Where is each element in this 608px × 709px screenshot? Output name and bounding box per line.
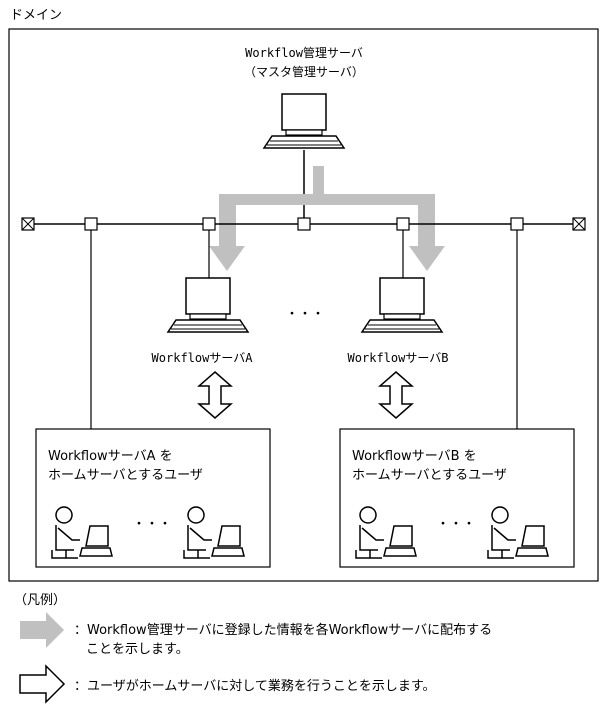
legend-business-text: ：ユーザがホームサーバに対して業務を行うことを示します。 [74, 678, 436, 694]
user-group-a: WorkflowサーバA を ホームサーバとするユーザ ・・・ [35, 428, 271, 568]
server-a-icon [167, 277, 249, 333]
business-arrow-a [198, 371, 232, 419]
master-server-icon [263, 93, 345, 149]
user-ellipsis: ・・・ [436, 517, 475, 532]
master-server-sublabel: （マスタ管理サーバ） [244, 64, 364, 79]
domain-label: ドメイン [10, 8, 62, 23]
user-group-b-line2: ホームサーバとするユーザ [352, 468, 507, 483]
legend-hollow-arrow-icon [19, 664, 66, 704]
lan-node [297, 217, 311, 231]
user-ellipsis: ・・・ [132, 517, 171, 532]
lan-node [202, 217, 216, 231]
lan-node [84, 217, 98, 231]
business-arrow-b [379, 371, 413, 419]
user-group-b: WorkflowサーバB を ホームサーバとするユーザ ・・・ [339, 428, 575, 568]
lan-terminator-left [21, 217, 35, 231]
server-a-label: WorkflowサーバA [152, 351, 254, 365]
lan-node [396, 217, 410, 231]
lan-terminator-right [572, 217, 586, 231]
server-b-label: WorkflowサーバB [348, 351, 449, 365]
legend-gray-arrow-icon [20, 612, 64, 648]
legend-title: （凡例） [14, 593, 66, 608]
server-ellipsis: ・・・ [285, 307, 324, 322]
user-group-b-line1: WorkflowサーバB を [352, 449, 477, 464]
legend-distribute-text-2: ことを示します。 [86, 642, 189, 657]
domain-boundary [8, 28, 599, 582]
master-server-label: Workflow管理サーバ [245, 45, 363, 60]
user-group-a-line1: WorkflowサーバA を [48, 449, 173, 464]
distribution-arrow [209, 166, 445, 271]
legend-distribute-text: ：Workflow管理サーバに登録した情報を各Workflowサーバに配布する [74, 622, 492, 638]
server-b-icon [361, 277, 443, 333]
lan-node [510, 217, 524, 231]
user-group-a-line2: ホームサーバとするユーザ [48, 468, 203, 483]
distribution-arrows [209, 166, 445, 271]
